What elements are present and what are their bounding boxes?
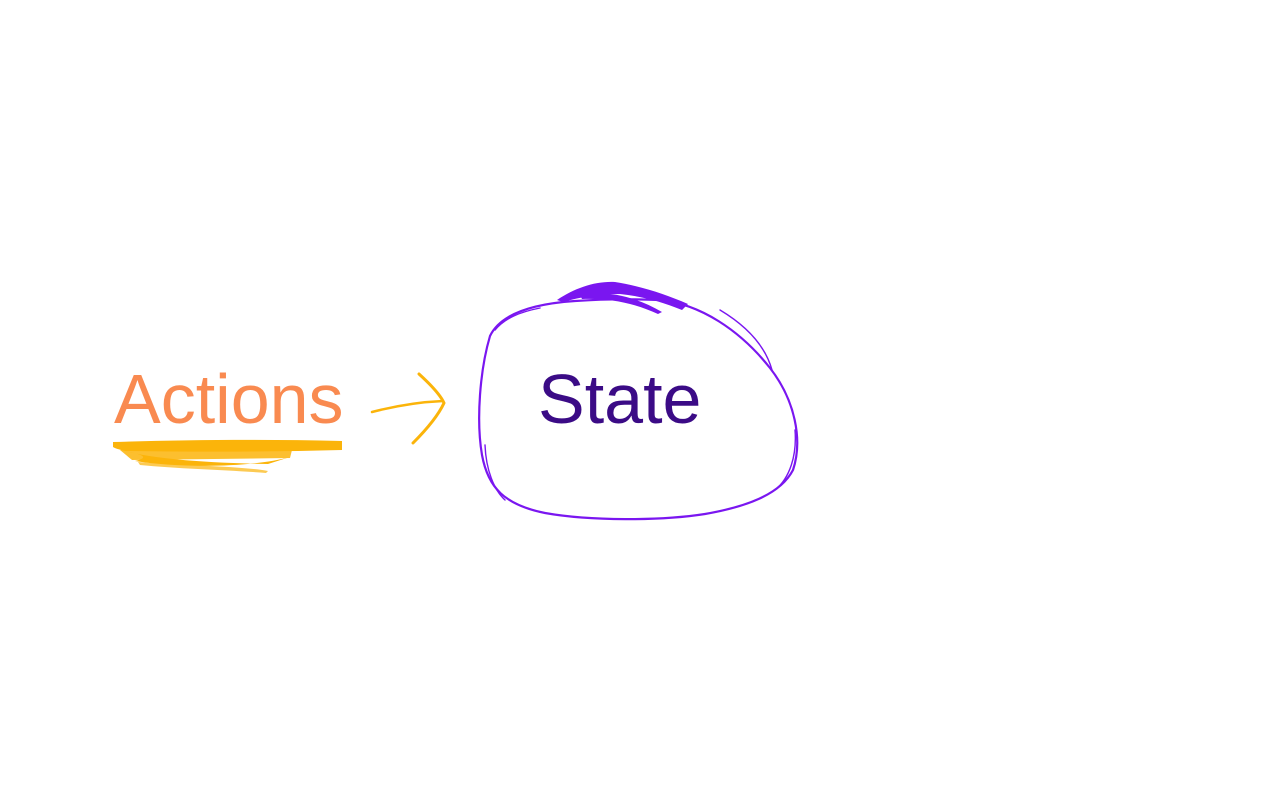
actions-underline	[113, 439, 342, 473]
arrow-actions-to-state	[370, 372, 446, 445]
state-label: State	[538, 360, 702, 438]
actions-label: Actions	[114, 360, 344, 438]
state-circle	[478, 281, 799, 521]
